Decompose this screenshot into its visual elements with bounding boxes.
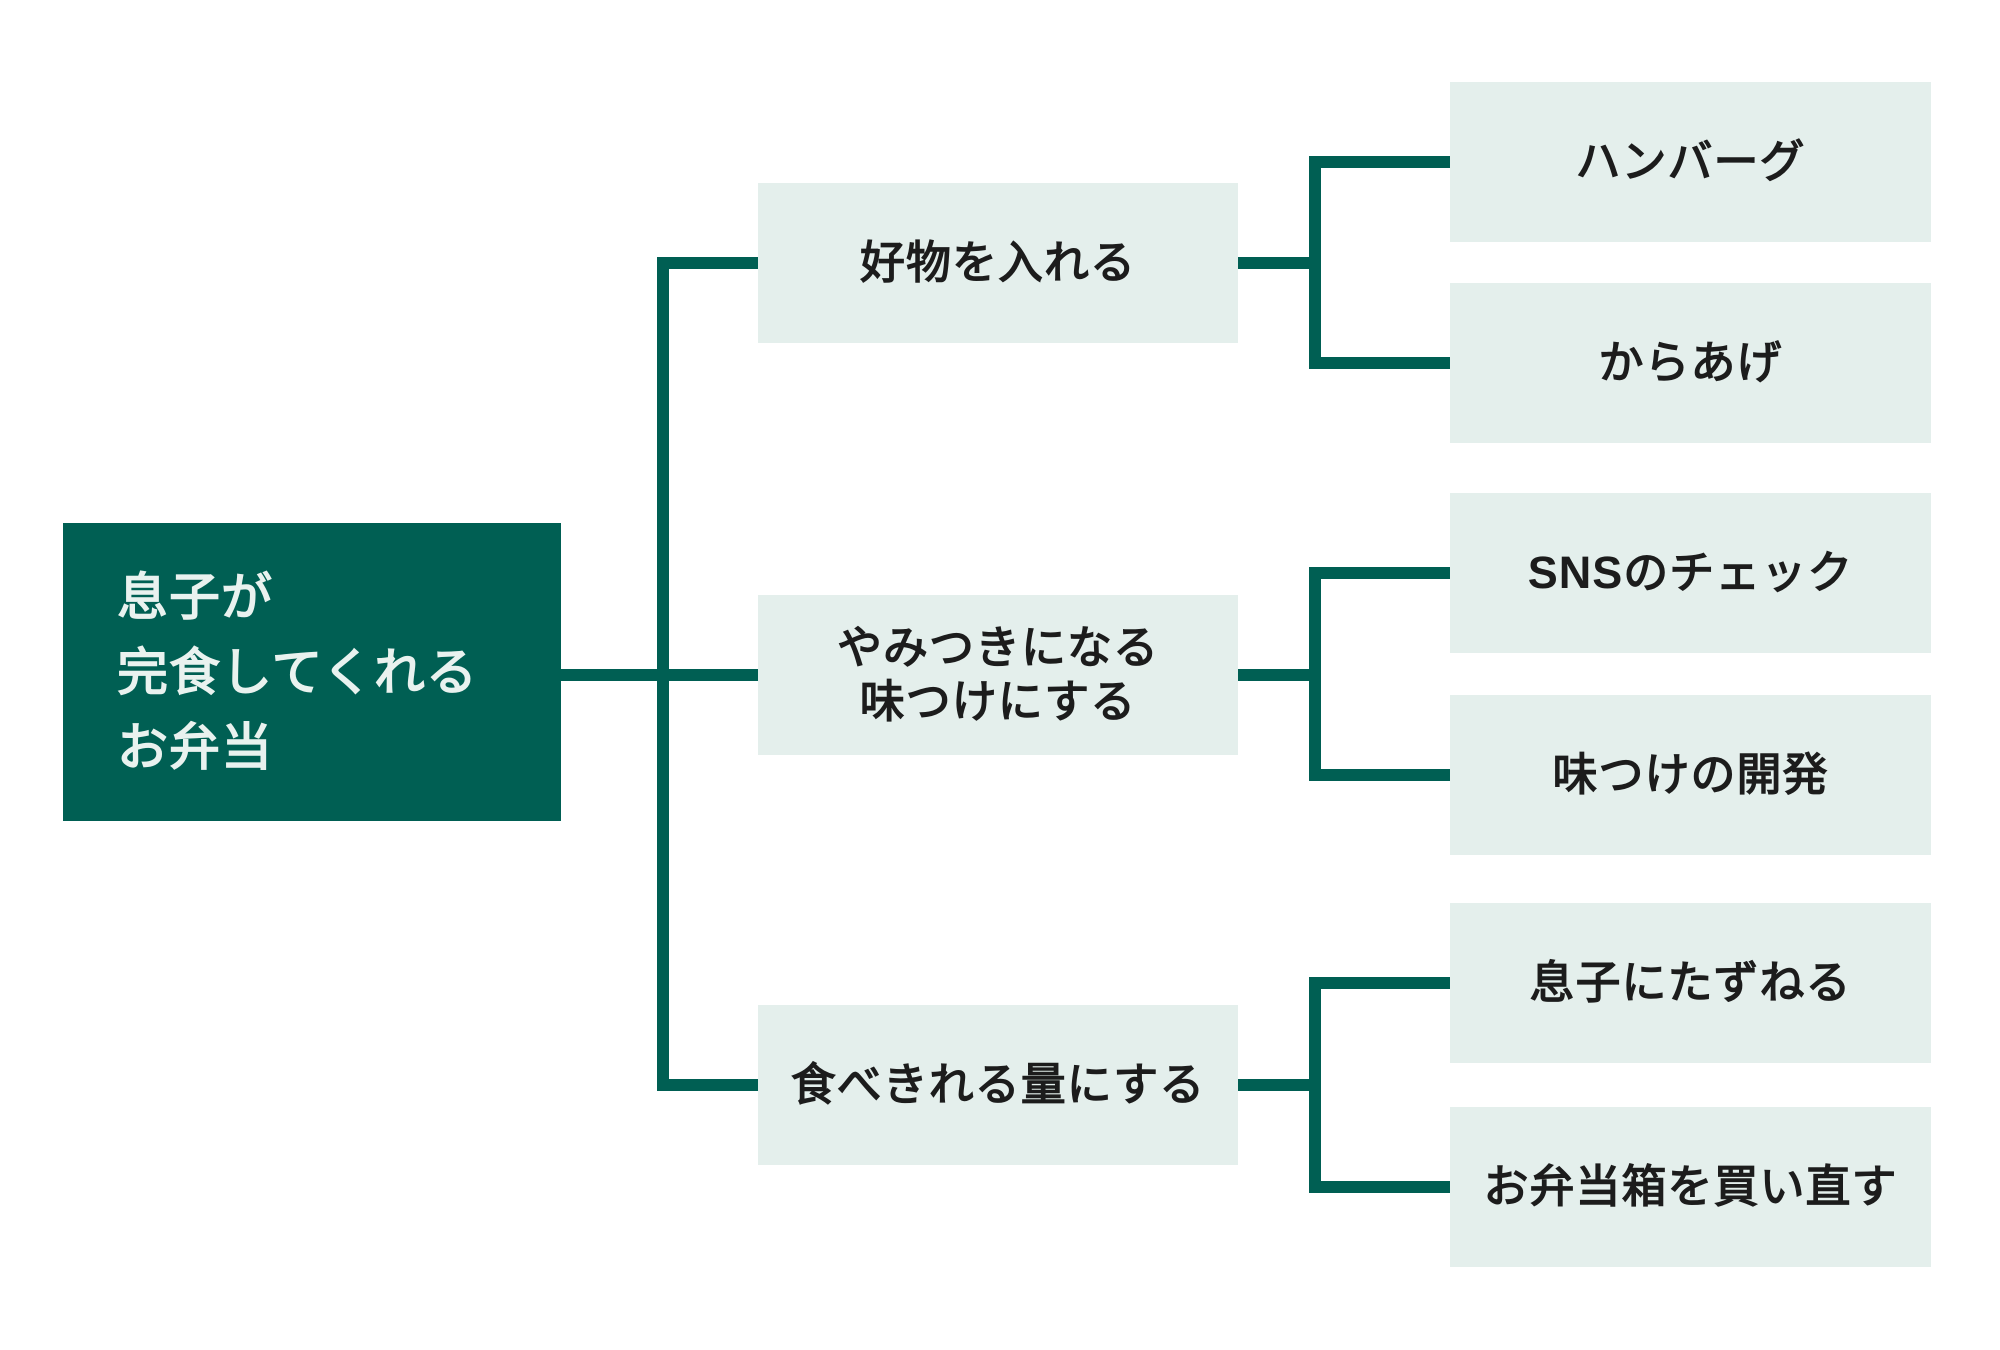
branch-node-favorite-foods: 好物を入れる [758, 183, 1238, 343]
leaf-label: ハンバーグ [1575, 136, 1806, 187]
branch-label: 好物を入れる [859, 237, 1136, 288]
root-label-line-1: 息子が [117, 568, 274, 626]
leaf-label: 味つけの開発 [1552, 749, 1829, 800]
leaf-node-buy-new-bento-box: お弁当箱を買い直す [1450, 1107, 1931, 1267]
branch-node-addictive-seasoning: やみつきになる 味つけにする [758, 595, 1238, 755]
root-node: 息子が 完食してくれる お弁当 [63, 523, 561, 821]
connector-trunk-to-branch-1 [657, 257, 758, 269]
leaf-node-sns-check: SNSのチェック [1450, 493, 1931, 653]
leaf-node-seasoning-development: 味つけの開発 [1450, 695, 1931, 855]
connector-to-leaf-4 [1315, 769, 1450, 781]
connector-to-leaf-5 [1315, 977, 1450, 989]
connector-branch-2-vertical [1309, 567, 1321, 781]
branch-label-line-1: やみつきになる [836, 622, 1159, 673]
leaf-label: 息子にたずねる [1529, 957, 1852, 1008]
root-label-line-2: 完食してくれる [117, 643, 478, 701]
root-node-label: 息子が 完食してくれる お弁当 [117, 560, 478, 785]
connector-to-leaf-1 [1315, 156, 1450, 168]
leaf-node-hamburger: ハンバーグ [1450, 82, 1931, 242]
connector-trunk-to-branch-3 [657, 1079, 758, 1091]
leaf-label: からあげ [1598, 337, 1783, 388]
leaf-node-karaage: からあげ [1450, 283, 1931, 443]
connector-to-leaf-6 [1315, 1181, 1450, 1193]
branch-label-line-2: 味つけにする [859, 676, 1137, 727]
connector-to-leaf-2 [1315, 357, 1450, 369]
connector-branch-1-vertical [1309, 156, 1321, 369]
root-label-line-3: お弁当 [117, 718, 274, 776]
connector-branch-1-stub [1238, 257, 1315, 269]
leaf-label: SNSのチェック [1527, 547, 1854, 598]
branch-node-manageable-amount: 食べきれる量にする [758, 1005, 1238, 1165]
branch-label: 食べきれる量にする [790, 1059, 1206, 1110]
connector-branch-2-stub [1238, 669, 1315, 681]
leaf-label: お弁当箱を買い直す [1483, 1161, 1898, 1212]
connector-to-leaf-3 [1315, 567, 1450, 579]
leaf-node-ask-son: 息子にたずねる [1450, 903, 1931, 1063]
connector-branch-3-vertical [1309, 977, 1321, 1193]
connector-branch-3-stub [1238, 1079, 1315, 1091]
connector-root-to-trunk [561, 669, 758, 681]
